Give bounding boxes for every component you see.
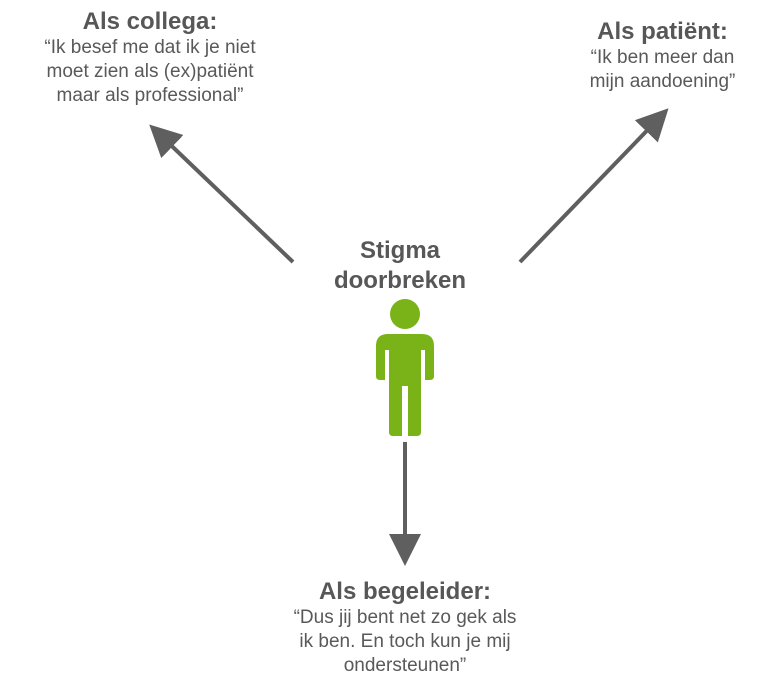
arrow-to-patient — [518, 108, 669, 264]
collega-quote-line: moet zien als (ex)patiënt — [46, 61, 254, 82]
begeleider-heading: Als begeleider: — [318, 578, 492, 605]
person-icon — [376, 299, 434, 436]
perspective-patient: Als patiënt: “Ik ben meer dan mijn aando… — [560, 18, 765, 94]
collega-heading: Als collega: — [82, 8, 218, 35]
center-label: Stigma doorbreken — [320, 236, 480, 296]
begeleider-quote-line: ondersteunen” — [343, 655, 467, 676]
perspective-begeleider: Als begeleider: “Dus jij bent net zo gek… — [250, 578, 560, 678]
center-title-line-2: doorbreken — [333, 267, 467, 294]
collega-quote-line: “Ik besef me dat ik je niet — [44, 37, 256, 58]
arrow-to-collega — [149, 124, 295, 264]
center-title-line-1: Stigma — [359, 237, 440, 264]
patient-quote-line: mijn aandoening” — [589, 71, 736, 92]
patient-heading: Als patiënt: — [597, 18, 728, 45]
begeleider-quote-line: “Dus jij bent net zo gek als — [293, 607, 517, 628]
patient-quote-line: “Ik ben meer dan — [590, 47, 735, 68]
begeleider-quote-line: ik ben. En toch kun je mij — [299, 631, 511, 652]
perspective-collega: Als collega: “Ik besef me dat ik je niet… — [0, 8, 300, 108]
collega-quote-line: maar als professional” — [56, 85, 244, 106]
